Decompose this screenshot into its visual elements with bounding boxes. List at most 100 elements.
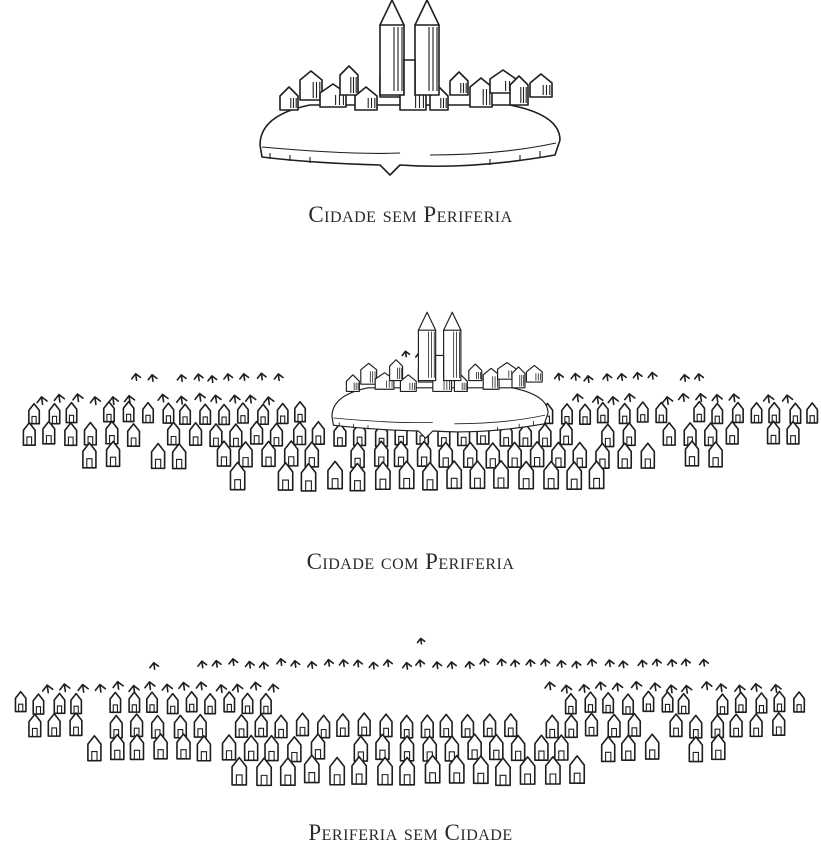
house-sketch — [283, 440, 299, 467]
house-sketch — [551, 441, 566, 469]
roof-sketch — [193, 373, 204, 382]
house-sketch — [83, 421, 98, 446]
illustration-city-without-periphery — [0, 0, 821, 200]
house-sketch — [734, 691, 747, 714]
house-sketch — [102, 400, 115, 423]
house-sketch — [618, 402, 631, 425]
house-sketch — [711, 402, 724, 425]
house-sketch — [518, 423, 533, 448]
house-sketch — [749, 713, 763, 738]
roof-sketch — [607, 396, 620, 406]
roof-sketch — [586, 658, 598, 667]
house-sketch — [448, 754, 465, 784]
house-sketch — [329, 756, 346, 786]
roof-sketch — [107, 396, 120, 406]
roof-sketch — [553, 372, 565, 381]
house-sketch — [146, 691, 159, 713]
house-sketch — [688, 735, 704, 763]
house-sketch — [617, 442, 633, 469]
house-sketch — [349, 462, 366, 492]
house-sketch — [460, 713, 475, 738]
roof-sketch — [53, 393, 66, 403]
roof-sketch — [263, 396, 275, 406]
house-sketch — [789, 402, 802, 425]
house-sketch — [584, 691, 597, 713]
house-sketch — [256, 757, 273, 787]
house-sketch — [538, 423, 552, 448]
house-sketch — [416, 440, 432, 467]
roof-sketch — [698, 658, 710, 667]
roof-sketch — [256, 372, 267, 381]
house-sketch — [446, 460, 463, 490]
house-sketch — [327, 460, 344, 490]
house-sketch — [87, 735, 102, 762]
roof-sketch — [215, 684, 228, 694]
house-sketch — [773, 690, 786, 713]
house-sketch — [424, 754, 441, 784]
roof-sketch — [540, 658, 551, 667]
house-sketch — [269, 422, 284, 447]
house-sketch — [564, 692, 577, 715]
house-sketch — [277, 462, 294, 491]
house-sketch — [310, 733, 326, 760]
house-sketch — [254, 713, 268, 738]
house-sketch — [229, 423, 243, 448]
house-sketch — [622, 422, 636, 447]
house-sketch — [142, 401, 155, 424]
house-sketch — [311, 420, 326, 445]
roof-sketch — [77, 683, 89, 693]
house-sketch — [569, 755, 586, 785]
roof-sketch — [762, 394, 775, 404]
house-sketch — [564, 714, 578, 739]
house-sketch — [279, 757, 296, 786]
roof-sketch — [197, 660, 208, 669]
house-sketch — [209, 423, 223, 448]
house-sketch — [716, 693, 729, 715]
house-sketch — [662, 421, 676, 446]
roof-sketch — [571, 660, 582, 669]
house-sketch — [510, 734, 526, 762]
house-sketch — [336, 713, 350, 738]
house-sketch — [294, 400, 307, 423]
house-sketch — [493, 459, 509, 489]
house-sketch — [47, 712, 61, 737]
roof-sketch — [594, 681, 607, 691]
house-sketch — [65, 401, 78, 424]
roof-sketch — [194, 392, 206, 402]
house-sketch — [731, 401, 744, 424]
roof-sketch — [602, 373, 613, 382]
roof-sketch — [382, 659, 394, 668]
roof-sketch — [244, 660, 255, 669]
house-sketch — [128, 691, 141, 713]
house-sketch — [185, 690, 198, 713]
house-sketch — [620, 734, 636, 761]
caption-city-with-periphery: Cidade com Periferia — [306, 549, 515, 574]
house-sketch — [772, 712, 786, 737]
house-sketch — [377, 756, 394, 786]
roof-sketch — [667, 658, 678, 667]
walled-city — [259, 0, 561, 176]
house-sketch — [316, 714, 331, 739]
house-sketch — [400, 714, 414, 739]
roof-sketch — [231, 683, 244, 693]
house-sketch — [596, 401, 609, 424]
house-sketch — [109, 714, 123, 739]
house-sketch — [444, 735, 460, 762]
house-sketch — [32, 693, 45, 715]
roof-sketch — [178, 681, 190, 691]
roof-sketch — [446, 661, 457, 670]
house-sketch — [150, 442, 166, 470]
roof-sketch — [41, 684, 54, 694]
roof-sketch — [647, 371, 658, 380]
house-sketch — [193, 713, 207, 738]
house-sketch — [28, 713, 42, 738]
roof-sketch — [715, 683, 728, 693]
roof-sketch — [244, 394, 257, 404]
house-sketch — [601, 423, 615, 448]
roof-sketch — [89, 396, 102, 406]
house-sketch — [259, 692, 272, 715]
house-sketch — [204, 692, 217, 715]
house-sketch — [304, 441, 320, 468]
house-sketch — [543, 460, 560, 490]
roof-sketch — [578, 683, 591, 694]
